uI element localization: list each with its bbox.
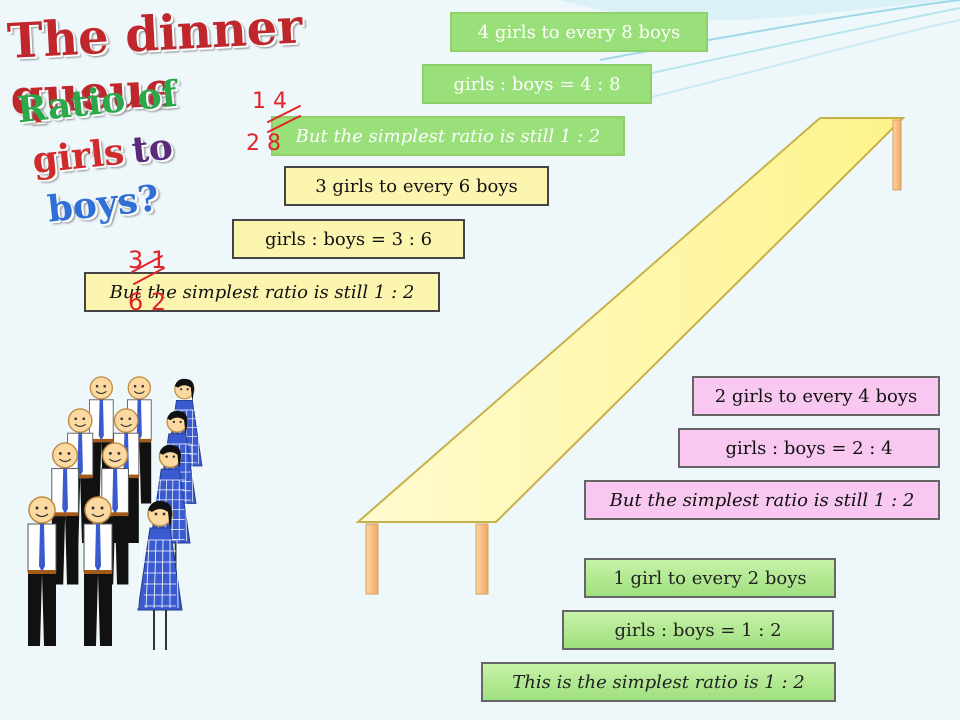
statement-2-girls-4-boys: 2 girls to every 4 boys — [692, 376, 940, 416]
girl-figure — [137, 501, 183, 650]
statement-3-girls-6-boys: 3 girls to every 6 boys — [284, 166, 549, 206]
boy-figure — [27, 496, 57, 646]
simplest-ratio-group-1: But the simplest ratio is still 1 : 2 — [271, 116, 625, 156]
simplest-ratio-group-4: This is the simplest ratio is 1 : 2 — [481, 662, 836, 702]
ratio-1-2: girls : boys = 1 : 2 — [562, 610, 834, 650]
ratio-3-6: girls : boys = 3 : 6 — [232, 219, 465, 259]
queue-of-children — [27, 376, 203, 650]
simplest-ratio-group-3: But the simplest ratio is still 1 : 2 — [584, 480, 940, 520]
simplest-ratio-group-2: But the simplest ratio is still 1 : 2 — [84, 272, 440, 312]
ratio-2-4: girls : boys = 2 : 4 — [678, 428, 940, 468]
statement-4-girls-8-boys: 4 girls to every 8 boys — [450, 12, 708, 52]
boy-figure — [83, 496, 113, 646]
boy-figure — [51, 442, 79, 585]
ratio-4-8: girls : boys = 4 : 8 — [422, 64, 652, 104]
statement-1-girl-2-boys: 1 girl to every 2 boys — [584, 558, 836, 598]
